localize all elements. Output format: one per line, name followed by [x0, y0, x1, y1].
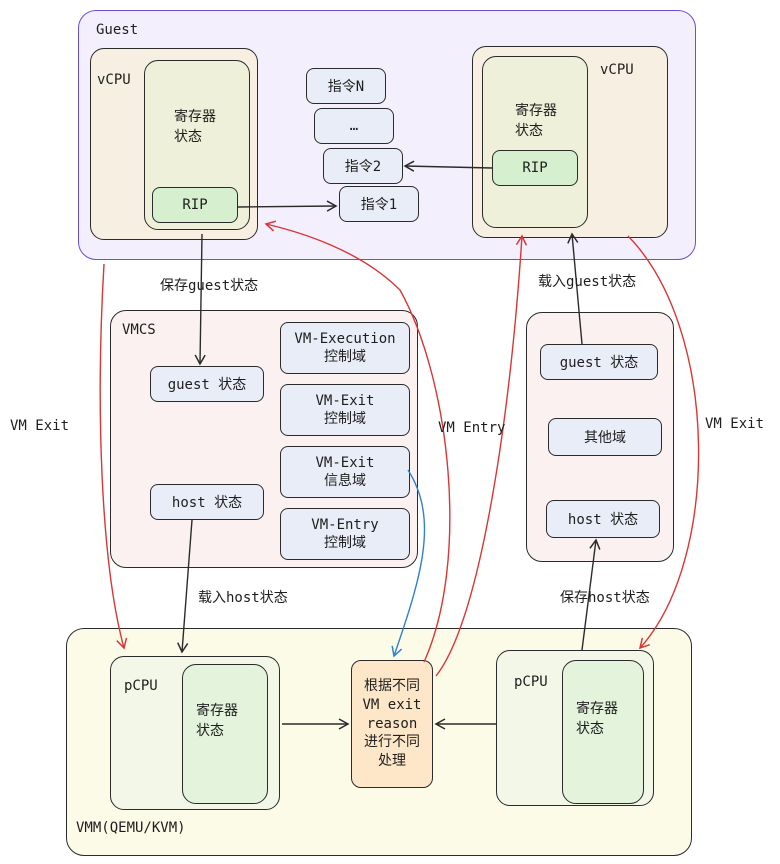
vmcs-exit-info: VM-Exit 信息域	[280, 446, 410, 498]
vm-entry-arrow	[435, 234, 528, 677]
instruction-1: 指令1	[339, 186, 419, 222]
vm-exit-right-arrow	[627, 235, 700, 650]
instruction-n: 指令N	[306, 68, 386, 104]
exit-info-arrow	[391, 469, 426, 658]
handler-to-guest-left-arrow	[264, 220, 451, 663]
load-guest-label: 载入guest状态	[538, 274, 637, 290]
save-guest-arrow	[194, 233, 206, 366]
vmcs-title: VMCS	[122, 322, 156, 338]
left-pcpu-registers	[182, 664, 268, 804]
right-pcpu-registers-label: 寄存器 状态	[576, 701, 618, 737]
right-guest-state: guest 状态	[540, 344, 658, 380]
right-vcpu-registers	[482, 56, 588, 228]
left-pcpu-registers-label: 寄存器 状态	[196, 703, 238, 739]
right-vcpu-registers-label: 寄存器 状态	[515, 103, 557, 139]
right-other-fields: 其他域	[548, 418, 662, 456]
vm-exit-right-label: VM Exit	[705, 416, 765, 432]
left-vcpu-label: vCPU	[97, 72, 131, 88]
instruction-ellipsis: …	[314, 108, 394, 144]
load-guest-arrow	[567, 232, 583, 345]
vmcs-host-state: host 状态	[150, 484, 264, 520]
save-host-label: 保存host状态	[560, 590, 650, 606]
vm-exit-left-label: VM Exit	[10, 418, 70, 434]
right-pcpu-label: pCPU	[514, 674, 548, 690]
vmm-title: VMM(QEMU/KVM)	[76, 820, 186, 836]
left-vcpu-registers-label: 寄存器 状态	[174, 109, 216, 145]
save-host-arrow	[581, 538, 601, 651]
vmcs-guest-state: guest 状态	[150, 366, 264, 402]
vm-exit-left-arrow	[99, 263, 128, 650]
vm-entry-label: VM Entry	[438, 420, 506, 436]
right-rip: RIP	[492, 150, 578, 186]
guest-title: Guest	[96, 22, 139, 38]
right-rip-to-instruction-arrow	[403, 160, 493, 172]
left-rip: RIP	[152, 187, 238, 223]
right-vcpu-label: vCPU	[600, 62, 634, 78]
save-guest-label: 保存guest状态	[160, 278, 259, 294]
vmcs-execution-control: VM-Execution 控制域	[280, 322, 410, 374]
vmcs-entry-control: VM-Entry 控制域	[280, 508, 410, 560]
vmcs-exit-control: VM-Exit 控制域	[280, 384, 410, 436]
exit-reason-handler: 根据不同 VM exit reason 进行不同 处理	[351, 660, 433, 788]
rip-to-instruction-arrow	[237, 200, 338, 212]
load-host-arrow	[177, 519, 193, 654]
right-pcpu-registers	[562, 660, 644, 804]
instruction-2: 指令2	[323, 148, 403, 184]
left-pcpu-label: pCPU	[124, 678, 158, 694]
load-host-label: 载入host状态	[198, 590, 288, 606]
right-host-state: host 状态	[546, 500, 660, 538]
